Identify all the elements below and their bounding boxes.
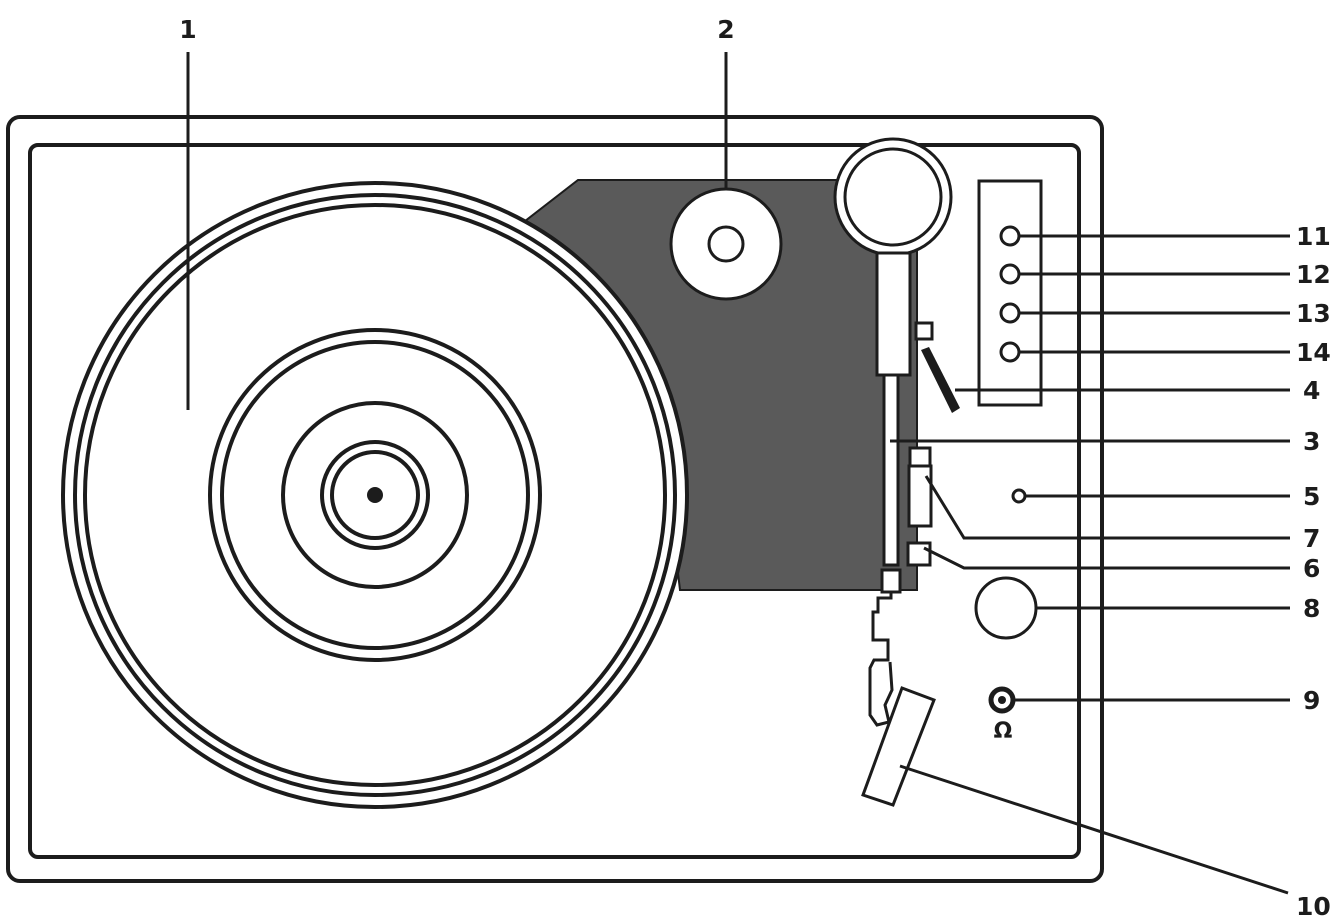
callout-10: 10 [1296, 892, 1331, 918]
callout-4: 4 [1303, 376, 1320, 405]
spindle [367, 487, 383, 503]
callout-3: 3 [1303, 427, 1320, 456]
control-knob-12[interactable] [999, 263, 1021, 285]
headphone-icon: Ω [994, 719, 1013, 744]
arm-lift [906, 446, 933, 567]
callout-9: 9 [1303, 686, 1320, 715]
power-indicator [1011, 488, 1027, 504]
callout-7: 7 [1303, 524, 1320, 553]
callout-1: 1 [179, 15, 196, 44]
callout-8: 8 [1303, 594, 1320, 623]
headphone-jack-hole [998, 696, 1006, 704]
cabinet-inner [28, 143, 1081, 859]
leader-lines [186, 52, 1290, 895]
tonearm [833, 137, 953, 727]
cue-lever[interactable] [921, 347, 960, 413]
cartridge[interactable] [861, 686, 936, 807]
callout-12: 12 [1296, 260, 1331, 289]
control-knob-13[interactable] [999, 302, 1021, 324]
callout-5: 5 [1303, 482, 1320, 511]
callout-11: 11 [1296, 222, 1331, 251]
callout-6: 6 [1303, 554, 1320, 583]
callout-14: 14 [1296, 338, 1331, 367]
control-knob-14[interactable] [999, 341, 1021, 363]
counterweight-tab [914, 321, 934, 341]
callout-2: 2 [717, 15, 734, 44]
rpm-adapter-hole [707, 225, 745, 263]
control-panel [977, 179, 1043, 407]
callout-13: 13 [1296, 299, 1331, 328]
control-knob-11[interactable] [999, 225, 1021, 247]
volume-knob[interactable] [974, 576, 1038, 640]
